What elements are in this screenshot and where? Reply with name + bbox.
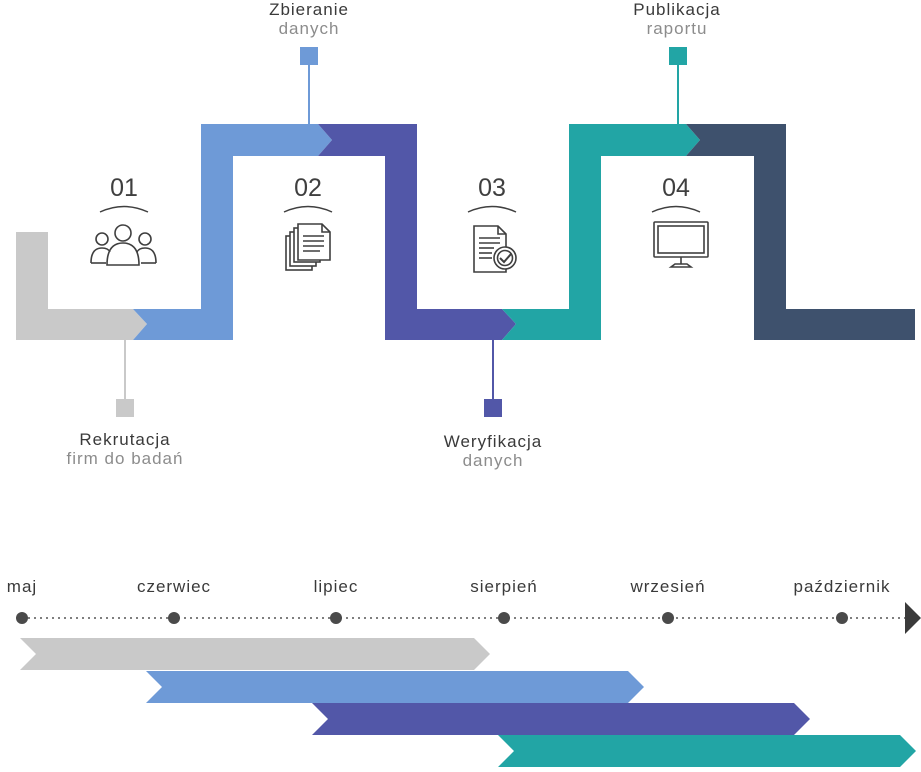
month-label: lipiec <box>313 577 359 596</box>
month-dot <box>498 612 510 624</box>
month-label: czerwiec <box>136 577 212 596</box>
step-number-01: 01 <box>110 174 138 202</box>
number-arcs <box>99 205 701 213</box>
month-dot <box>330 612 342 624</box>
timeline-axis <box>16 602 921 634</box>
step-number-03: 03 <box>478 174 506 202</box>
step-number-04: 04 <box>662 174 690 202</box>
milestone-marker-collection <box>300 47 318 65</box>
month-dot <box>836 612 848 624</box>
month-dot <box>662 612 674 624</box>
milestone-title: Weryfikacja <box>443 432 543 451</box>
stepped-path <box>16 124 915 340</box>
gantt-bar-publication <box>498 735 916 767</box>
milestone-label-verification: Weryfikacja danych <box>413 432 573 470</box>
month-label: październik <box>793 577 891 596</box>
gantt-bar-recruitment <box>20 638 490 670</box>
milestone-title: Zbieranie <box>269 0 349 19</box>
people-icon <box>90 224 157 266</box>
milestone-label-publication: Publikacja raportu <box>597 0 757 38</box>
month-label: wrzesień <box>630 577 706 596</box>
step-number-02: 02 <box>294 174 322 202</box>
path-segment-publication <box>502 124 700 340</box>
month-label: sierpień <box>470 577 538 596</box>
month-dot <box>16 612 28 624</box>
milestone-subtitle: firm do badań <box>66 449 184 468</box>
document-check-icon <box>473 225 517 273</box>
gantt-bar-collection <box>146 671 644 703</box>
milestone-subtitle: danych <box>462 451 524 470</box>
milestone-subtitle: danych <box>278 19 340 38</box>
milestone-label-collection: Zbieranie danych <box>229 0 389 38</box>
path-segment-recruitment <box>16 232 147 340</box>
timeline-arrow-head <box>905 602 921 634</box>
gantt-bars <box>20 638 916 767</box>
milestone-subtitle: raportu <box>646 19 708 38</box>
milestone-connectors <box>116 47 687 417</box>
month-label: maj <box>6 577 38 596</box>
milestone-title: Publikacja <box>633 0 721 19</box>
documents-icon <box>285 223 331 271</box>
milestone-marker-verification <box>484 399 502 417</box>
path-segment-final <box>686 124 915 340</box>
gantt-bar-verification <box>312 703 810 735</box>
milestone-marker-recruitment <box>116 399 134 417</box>
milestone-marker-publication <box>669 47 687 65</box>
milestone-label-recruitment: Rekrutacja firm do badań <box>45 430 205 468</box>
month-dot <box>168 612 180 624</box>
path-segment-verification <box>318 124 516 340</box>
month-dots <box>16 612 848 624</box>
milestone-title: Rekrutacja <box>79 430 171 449</box>
path-segment-collection <box>133 124 332 340</box>
monitor-icon <box>653 221 709 268</box>
